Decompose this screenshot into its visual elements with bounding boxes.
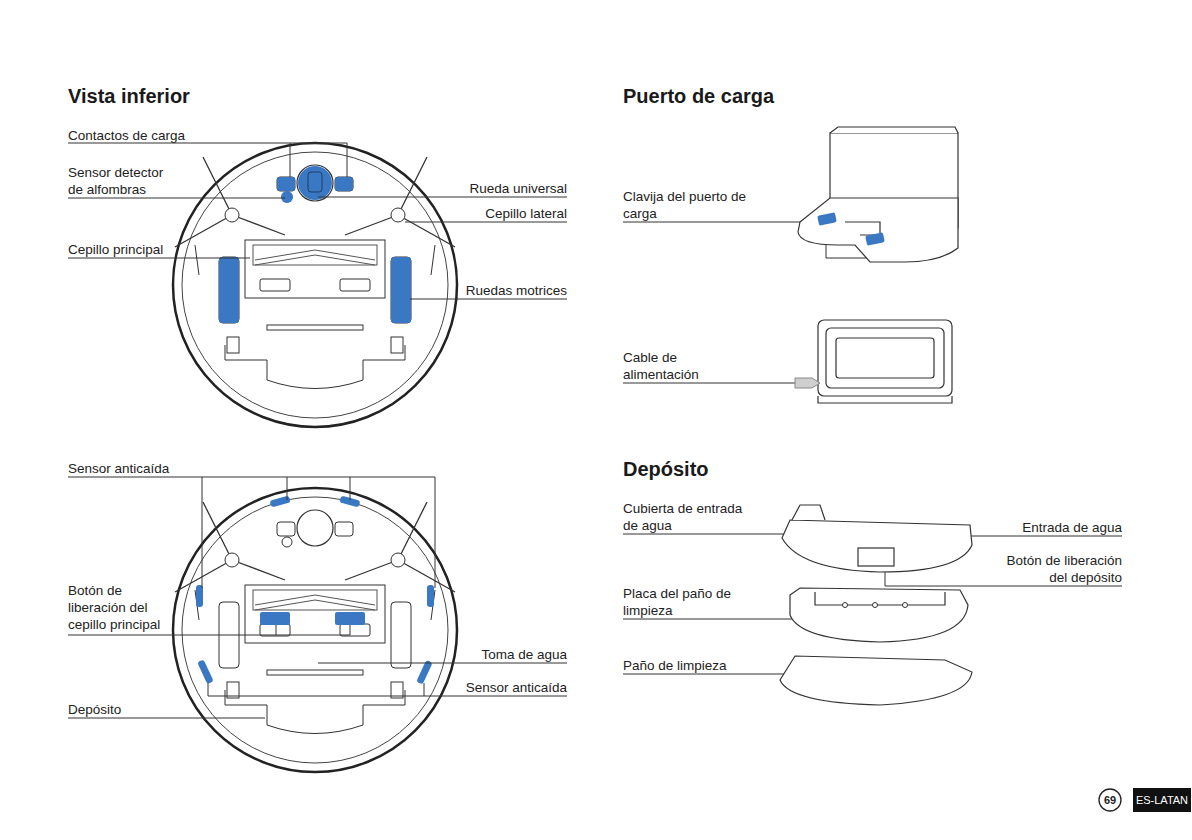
part-label: Cepillo lateral bbox=[417, 205, 567, 222]
part-label: Cubierta de entrada de agua bbox=[623, 500, 751, 534]
part-label: Cepillo principal bbox=[68, 241, 218, 258]
part-label: Rueda universal bbox=[417, 180, 567, 197]
part-label: Clavija del puerto de carga bbox=[623, 188, 763, 222]
part-label: Placa del paño de limpieza bbox=[623, 585, 743, 619]
part-label: Botón de liberación del cepillo principa… bbox=[68, 582, 170, 633]
part-label: Sensor anticaída bbox=[68, 460, 218, 477]
page-number: 69 bbox=[1099, 793, 1121, 807]
part-label: Paño de limpieza bbox=[623, 657, 773, 674]
section-heading: Vista inferior bbox=[68, 84, 268, 108]
part-label: Botón de liberación del depósito bbox=[992, 552, 1122, 586]
part-label: Contactos de carga bbox=[68, 127, 268, 144]
section-heading: Puerto de carga bbox=[623, 84, 873, 108]
part-label: Sensor detector de alfombras bbox=[68, 164, 172, 198]
part-label: Sensor anticaída bbox=[417, 679, 567, 696]
part-label: Entrada de agua bbox=[962, 519, 1122, 536]
part-label: Cable de alimentación bbox=[623, 349, 713, 383]
section-heading: Depósito bbox=[623, 457, 823, 481]
part-label: Ruedas motrices bbox=[417, 282, 567, 299]
part-label: Toma de agua bbox=[417, 646, 567, 663]
language-tag: ES-LATAN bbox=[1133, 793, 1191, 807]
part-label: Depósito bbox=[68, 701, 218, 718]
